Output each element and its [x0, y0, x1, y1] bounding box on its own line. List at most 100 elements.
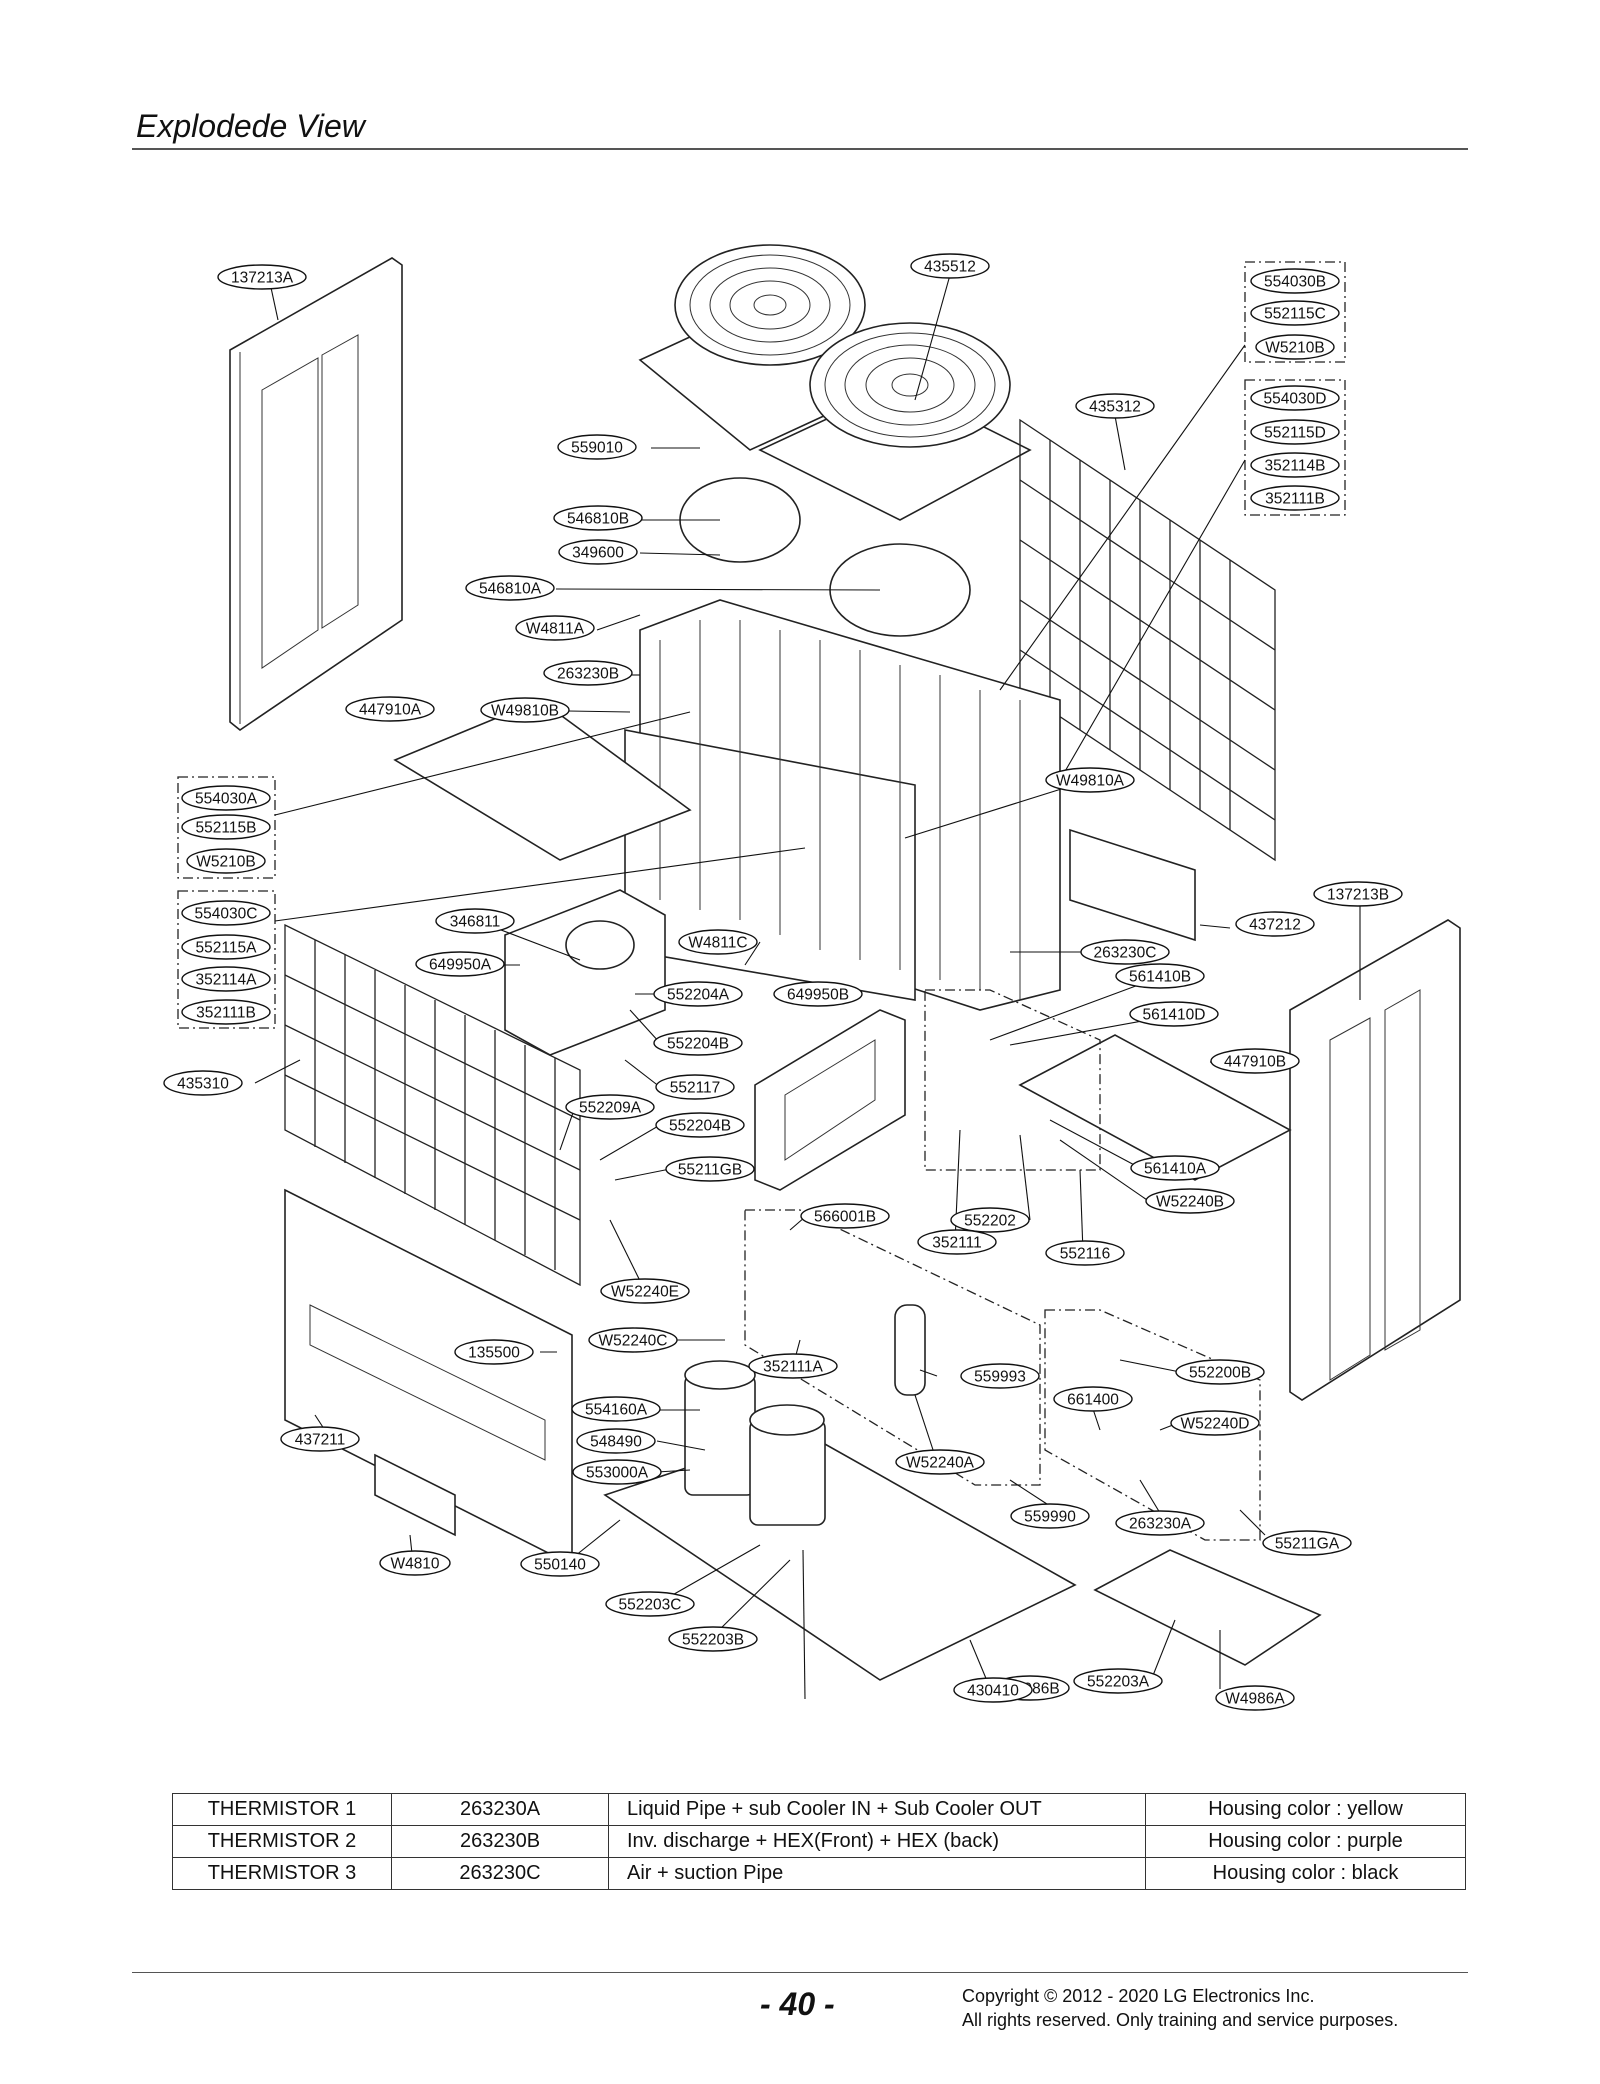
callout-oval: [571, 1396, 661, 1422]
callout-oval: [1313, 881, 1403, 907]
small-bracket-plate: [374, 1453, 456, 1537]
callout-w52240d: W52240D: [1170, 1410, 1260, 1436]
callout-text: 554030C: [195, 906, 258, 923]
callout-text: 552115C: [1264, 306, 1326, 323]
callout-oval: [435, 908, 515, 934]
callout-oval: [1115, 963, 1205, 989]
callout-552115c: 552115C: [1250, 300, 1340, 326]
callout-text: W52240B: [1156, 1194, 1224, 1211]
right-cover-plate: [1018, 1034, 1292, 1181]
callout-oval: [576, 1428, 656, 1454]
callout-oval: [588, 1327, 678, 1353]
callout-352114b: 352114B: [1250, 452, 1340, 478]
callout-349600: 349600: [558, 539, 638, 565]
callout-oval: [465, 575, 555, 601]
compressor-and-base: [603, 1304, 1322, 1681]
callout-552200b: 552200B: [1175, 1359, 1265, 1385]
callout-oval: [181, 999, 271, 1025]
callout-text: 552204B: [667, 1036, 729, 1053]
callout-352111b: 352111B: [1250, 485, 1340, 511]
table-row: THERMISTOR 3 263230C Air + suction Pipe …: [172, 1857, 1466, 1890]
callout-text: 552204B: [669, 1118, 731, 1135]
callout-oval: [917, 1229, 997, 1255]
callout-text: 352114A: [196, 972, 258, 989]
thermistor-housing-color: Housing color : yellow: [1145, 1793, 1466, 1826]
callout-w49810b: W49810B: [480, 697, 570, 723]
callout-437211: 437211: [280, 1426, 360, 1452]
callout-text: 135500: [468, 1345, 520, 1362]
callout-text: 263230C: [1094, 945, 1157, 962]
left-side-panel: [229, 257, 403, 731]
rear-guard-grid: [1019, 418, 1276, 862]
thermistor-housing-color: Housing color : black: [1145, 1857, 1466, 1890]
callout-oval: [217, 264, 307, 290]
callout-text: 352111B: [196, 1005, 256, 1022]
callout-352111a: 352111A: [748, 1353, 838, 1379]
callout-text: 552203B: [682, 1632, 744, 1649]
callout-352111b: 352111B: [181, 999, 271, 1025]
callout-435310: 435310: [163, 1070, 243, 1096]
callout-263230a: 263230A: [1115, 1510, 1205, 1536]
callout-oval: [1250, 419, 1340, 445]
callout-oval: [553, 505, 643, 531]
callout-text: 263230B: [557, 666, 619, 683]
thermistor-location: Air + suction Pipe: [608, 1857, 1146, 1890]
callout-oval: [1045, 767, 1135, 793]
callout-text: 352114B: [1265, 458, 1326, 475]
callout-oval: [953, 1677, 1033, 1703]
callout-552204b: 552204B: [655, 1112, 745, 1138]
thermistor-name: THERMISTOR 1: [172, 1793, 392, 1826]
thermistor-location: Liquid Pipe + sub Cooler IN + Sub Cooler…: [608, 1793, 1146, 1826]
right-side-panel: [1289, 919, 1461, 1401]
callout-text: W49810A: [1056, 773, 1125, 790]
callout-text: 554030A: [195, 791, 258, 808]
thermistor-name: THERMISTOR 2: [172, 1825, 392, 1858]
exploded-view-diagram: 137213A435512554030B552115CW5210B4353125…: [163, 244, 1461, 1711]
callout-oval: [415, 951, 505, 977]
callout-oval: [1250, 300, 1340, 326]
callout-437212: 437212: [1235, 911, 1315, 937]
callout-text: 552117: [670, 1080, 721, 1097]
callout-text: W49810B: [491, 703, 559, 720]
callout-552116: 552116: [1045, 1240, 1125, 1266]
callout-oval: [1250, 268, 1340, 294]
callout-561410d: 561410D: [1129, 1001, 1219, 1027]
callout-oval: [748, 1353, 838, 1379]
callout-oval: [950, 1207, 1030, 1233]
callout-oval: [557, 434, 637, 460]
callout-oval: [181, 785, 271, 811]
callout-w49810a: W49810A: [1045, 767, 1135, 793]
callout-oval: [1175, 1359, 1265, 1385]
callout-oval: [280, 1426, 360, 1452]
callout-text: 352111: [932, 1235, 981, 1252]
callout-text: 349600: [572, 545, 624, 562]
left-cover-plate: [393, 699, 692, 861]
callout-oval: [1170, 1410, 1260, 1436]
callout-566001b: 566001B: [800, 1203, 890, 1229]
callout-text: 552209A: [579, 1100, 642, 1117]
callout-text: 435310: [177, 1076, 229, 1093]
callout-447910b: 447910B: [1210, 1048, 1300, 1074]
callout-text: 554030D: [1264, 391, 1327, 408]
callout-text: W52240D: [1181, 1416, 1250, 1433]
callout-559990: 559990: [1010, 1503, 1090, 1529]
callout-text: W5210B: [196, 854, 255, 871]
callout-oval: [1262, 1530, 1352, 1556]
callout-546810b: 546810B: [553, 505, 643, 531]
callout-oval: [600, 1278, 690, 1304]
callout-text: 352111B: [1265, 491, 1325, 508]
callout-oval: [653, 981, 743, 1007]
callout-430410: 430410: [953, 1677, 1033, 1703]
callout-oval: [543, 660, 633, 686]
callout-oval: [1130, 1155, 1220, 1181]
callout-263230b: 263230B: [543, 660, 633, 686]
callout-text: W4811C: [688, 935, 747, 952]
callout-text: 552115B: [196, 820, 257, 837]
callout-552204a: 552204A: [653, 981, 743, 1007]
callout-oval: [1250, 385, 1340, 411]
table-row: THERMISTOR 1 263230A Liquid Pipe + sub C…: [172, 1793, 1466, 1826]
copyright-line: All rights reserved. Only training and s…: [962, 2010, 1399, 2030]
callout-oval: [668, 1626, 758, 1652]
callout-352114a: 352114A: [181, 966, 271, 992]
